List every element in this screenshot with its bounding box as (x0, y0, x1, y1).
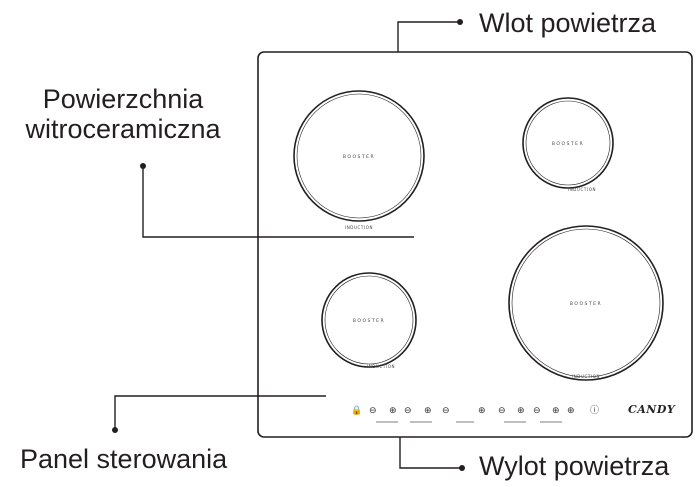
booster-icon[interactable]: ⊕ (567, 406, 575, 416)
ring-label-bottom-left: INDUCTION (367, 364, 395, 369)
surface-label: Powierzchnia witroceramiczna (8, 84, 238, 144)
zone-label-top-right: BOOSTER (552, 141, 584, 147)
cooking-zone-bottom-right: BOOSTER INDUCTION (508, 225, 664, 381)
zone1-plus-icon[interactable]: ⊕ (389, 406, 397, 416)
leader-air-outlet (399, 437, 460, 469)
zone2-minus-icon[interactable]: ⊖ (404, 406, 412, 416)
leader-surface (142, 166, 414, 238)
brand-logo: CANDY (628, 403, 676, 416)
ring-label-bottom-right: INDUCTION (572, 374, 600, 379)
lock-icon[interactable]: 🔒 (351, 405, 362, 416)
timer-plus-icon[interactable]: ⊕ (478, 406, 486, 416)
zone4-minus-icon[interactable]: ⊖ (533, 406, 541, 416)
zone-label-top-left: BOOSTER (343, 154, 375, 160)
cooking-zone-bottom-left: BOOSTER INDUCTION (321, 272, 417, 369)
zone1-minus-icon[interactable]: ⊖ (369, 406, 377, 416)
timer-minus-icon[interactable]: ⊖ (442, 406, 450, 416)
ring-label-top-right: INDUCTION (568, 187, 596, 192)
leader-dots (112, 19, 465, 471)
surface-label-line1: Powierzchnia (42, 84, 204, 114)
cooking-zone-top-left: BOOSTER INDUCTION (293, 90, 425, 230)
cooking-zone-top-right: BOOSTER INDUCTION (522, 97, 614, 192)
zone-label-bottom-left: BOOSTER (353, 318, 385, 324)
control-panel: 🔒 ⊖ ⊕ ⊖ ⊕ ⊖ ⊕ ⊖ ⊕ ⊖ ⊕ ⊕ ⓘ CANDY (351, 403, 676, 423)
zone2-plus-icon[interactable]: ⊕ (424, 406, 432, 416)
zone4-plus-icon[interactable]: ⊕ (552, 406, 560, 416)
surface-label-line2: witroceramiczna (25, 114, 221, 144)
hob-outline (257, 51, 693, 438)
zone-label-bottom-right: BOOSTER (570, 301, 602, 307)
zone3-plus-icon[interactable]: ⊕ (517, 406, 525, 416)
control-panel-label: Panel sterowania (20, 444, 228, 474)
air-inlet-label: Wlot powietrza (479, 8, 657, 38)
air-outlet-label: Wylot powietrza (479, 451, 670, 481)
ring-label-top-left: INDUCTION (345, 225, 373, 230)
power-icon[interactable]: ⓘ (590, 405, 599, 416)
leader-lines (114, 21, 460, 469)
zone3-minus-icon[interactable]: ⊖ (498, 406, 506, 416)
leader-control-panel (114, 395, 326, 430)
leader-air-inlet (397, 21, 458, 52)
